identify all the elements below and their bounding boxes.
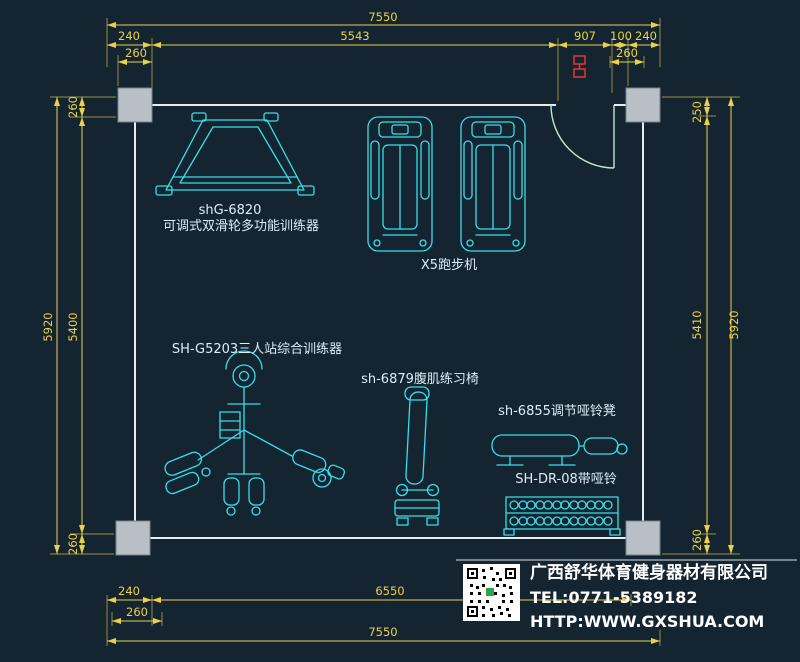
pulley-trainer: [155, 112, 315, 196]
door-swing: [550, 104, 615, 169]
wall-columns: [115, 87, 661, 556]
dim-bottom-total: 7550: [368, 625, 397, 639]
label-pulley-model: shG-6820: [199, 203, 262, 218]
dim-left-5920: 5920: [41, 312, 55, 341]
dim-bottom-6550: 6550: [375, 584, 404, 598]
dim-top-260-right: 260: [616, 46, 638, 60]
dim-right-250: 250: [690, 101, 704, 123]
door-marker-icon: [573, 55, 586, 78]
label-multi-station: SH-G5203三人站综合训练器: [172, 342, 342, 357]
dim-top-240-right: 240: [635, 29, 657, 43]
dim-right-260: 260: [690, 529, 704, 551]
label-treadmill: X5跑步机: [421, 258, 477, 273]
label-dumbbell-bench: sh-6855调节哑铃凳: [498, 403, 616, 419]
label-pulley-name: 可调式双滑轮多功能训练器: [163, 218, 319, 234]
dim-top-100: 100: [610, 29, 632, 43]
dimension-lines: [54, 22, 734, 644]
company-block: 广西舒华体育健身器材有限公司 TEL:0771-5389182 HTTP:WWW…: [530, 562, 768, 631]
dim-bottom-260: 260: [126, 605, 148, 619]
dim-bottom-240: 240: [118, 584, 140, 598]
company-tel: TEL:0771-5389182: [530, 588, 698, 607]
dumbbell-bench: [491, 434, 628, 466]
dim-top-907: 907: [574, 29, 596, 43]
multi-station-trainer: [164, 350, 346, 516]
dim-top-total: 7550: [368, 10, 397, 24]
dim-left-260-bottom: 260: [66, 533, 80, 555]
room-walls: [134, 104, 644, 539]
dim-top-240-left: 240: [118, 29, 140, 43]
dim-top-5543: 5543: [340, 29, 369, 43]
dim-left-5400: 5400: [66, 312, 80, 341]
dim-left-260-top: 260: [66, 96, 80, 118]
dim-right-5920: 5920: [727, 310, 741, 339]
label-ab-chair: sh-6879腹肌练习椅: [361, 371, 479, 387]
company-website: HTTP:WWW.GXSHUA.COM: [530, 612, 764, 631]
qr-code: [463, 564, 520, 621]
dim-top-260-left: 260: [125, 46, 147, 60]
company-name: 广西舒华体育健身器材有限公司: [530, 562, 768, 583]
dim-right-5410: 5410: [690, 310, 704, 339]
dumbbell-rack: [503, 496, 621, 536]
dimension-texts: 7550 240 5543 907 100 240 260 260 5920 5…: [41, 10, 741, 639]
ab-exercise-chair: [394, 386, 440, 526]
qr-logo: [486, 588, 494, 596]
label-dumbbell-rack: SH-DR-08带哑铃: [515, 472, 616, 487]
equipment-labels: shG-6820 可调式双滑轮多功能训练器 X5跑步机 SH-G5203三人站综…: [163, 203, 617, 487]
